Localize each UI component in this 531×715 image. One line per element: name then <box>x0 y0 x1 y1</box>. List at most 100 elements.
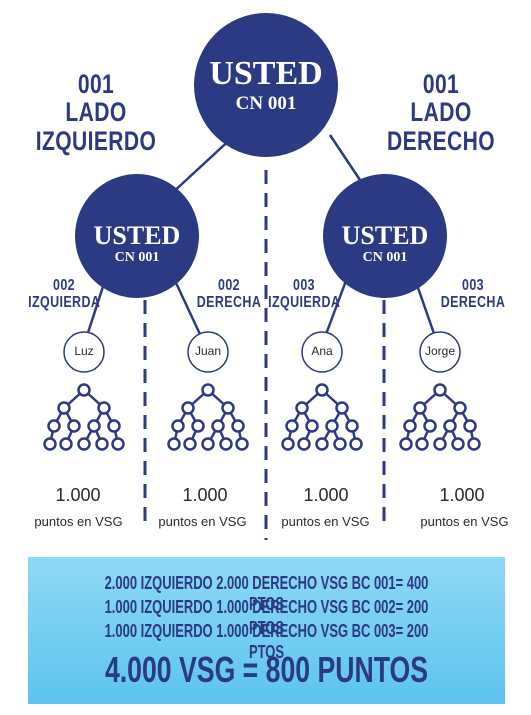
points-value: 1.000 <box>439 485 485 505</box>
person-name-juan: Juan <box>194 344 222 358</box>
person-name-luz: Luz <box>74 344 94 358</box>
person-circle-juan <box>187 331 229 373</box>
tree-node <box>325 419 339 433</box>
leg-number: 003 <box>292 277 315 294</box>
leg-text: IZQUIERDA <box>28 293 101 311</box>
leg-number: 002 <box>217 277 240 294</box>
left-side-number: 001 <box>77 69 115 99</box>
tree-node <box>295 401 309 415</box>
tree-node <box>315 437 329 451</box>
tree-node <box>399 437 413 451</box>
leg-text: IZQUIERDA <box>268 293 341 311</box>
tree-node <box>345 419 359 433</box>
tree-node <box>95 437 109 451</box>
tree-node <box>335 401 349 415</box>
points-text: puntos en VSG <box>34 514 123 529</box>
tree-node <box>443 419 457 433</box>
tree-node <box>235 437 249 451</box>
tree-node <box>433 437 447 451</box>
tree-node <box>201 437 215 451</box>
tree-node <box>219 437 233 451</box>
tree-node <box>221 401 235 415</box>
right-side-text: LADO DERECHO <box>386 97 496 156</box>
person-circle-ana <box>301 331 343 373</box>
points-text: puntos en VSG <box>158 514 247 529</box>
tree-node <box>305 419 319 433</box>
tree-node <box>191 419 205 433</box>
leg-text: DERECHA <box>196 293 262 311</box>
tree-node <box>415 437 429 451</box>
leg-label-4: 003 DERECHA <box>437 277 509 312</box>
tree-node <box>77 383 91 397</box>
tree-node <box>211 419 225 433</box>
tree-node <box>167 437 181 451</box>
network-tree-icon <box>399 383 481 451</box>
tree-node <box>67 419 81 433</box>
mid-right-node-label: USTED CN 001 <box>325 222 445 266</box>
leg-label-2: 002 DERECHA <box>193 277 265 312</box>
tree-node <box>77 437 91 451</box>
tree-node <box>171 419 185 433</box>
diagram-graphics <box>43 13 481 540</box>
tree-node <box>467 437 481 451</box>
mid-left-node-code: CN 001 <box>114 250 160 266</box>
tree-node <box>231 419 245 433</box>
tree-node <box>285 419 299 433</box>
tree-node <box>349 437 363 451</box>
mid-left-circle <box>75 174 199 298</box>
connector-top-left <box>169 134 236 196</box>
points-text: puntos en VSG <box>281 514 370 529</box>
tree-node <box>107 419 121 433</box>
mid-right-node-code: CN 001 <box>362 250 408 266</box>
network-tree-icon <box>43 383 125 451</box>
leg-number: 003 <box>461 277 484 294</box>
tree-node <box>333 437 347 451</box>
network-tree-icon <box>167 383 249 451</box>
tree-node <box>201 383 215 397</box>
leg-number: 002 <box>52 277 75 294</box>
points-text: puntos en VSG <box>420 514 509 529</box>
person-name-jorge: Jorge <box>424 344 456 358</box>
tree-node <box>281 437 295 451</box>
left-side-label: 001 LADO IZQUIERDO <box>21 70 171 155</box>
tree-node <box>315 383 329 397</box>
person-circle-luz <box>63 331 105 373</box>
summary-box: 2.000 IZQUIERDO 2.000 DERECHO VSG BC 001… <box>28 557 505 704</box>
leg-label-3: 003 IZQUIERDA <box>268 277 341 312</box>
top-node-code: CN 001 <box>235 92 297 114</box>
tree-node <box>453 401 467 415</box>
tree-node <box>423 419 437 433</box>
tree-node <box>47 419 61 433</box>
mid-right-node-title: USTED <box>341 221 429 250</box>
tree-node <box>403 419 417 433</box>
summary-total: 4.000 VSG = 800 PUNTOS <box>104 649 429 690</box>
summary-line-3: 1.000 IZQUIERDO 1.000 DERECHO VSG BC 003… <box>104 621 429 662</box>
tree-node <box>433 383 447 397</box>
mid-left-node-title: USTED <box>93 221 181 250</box>
tree-node <box>57 401 71 415</box>
leg-label-1: 002 IZQUIERDA <box>28 277 101 312</box>
tree-node <box>59 437 73 451</box>
tree-node <box>87 419 101 433</box>
leg-text: DERECHA <box>440 293 506 311</box>
tree-node <box>297 437 311 451</box>
top-node-label: USTED CN 001 <box>196 56 336 114</box>
points-value: 1.000 <box>55 485 101 505</box>
mid-right-circle <box>323 174 447 298</box>
network-tree-icon <box>281 383 363 451</box>
mid-left-node-label: USTED CN 001 <box>77 222 197 266</box>
summary-line-2: 1.000 IZQUIERDO 1.000 DERECHO VSG BC 002… <box>104 597 429 638</box>
top-circle <box>194 13 338 157</box>
person-circle-jorge <box>419 331 461 373</box>
tree-node <box>413 401 427 415</box>
right-side-label: 001 LADO DERECHO <box>366 70 516 155</box>
tree-node <box>43 437 57 451</box>
right-side-number: 001 <box>422 69 460 99</box>
tree-node <box>451 437 465 451</box>
summary-line-1: 2.000 IZQUIERDO 2.000 DERECHO VSG BC 001… <box>104 573 429 614</box>
tree-node <box>463 419 477 433</box>
left-side-text: LADO IZQUIERDO <box>35 97 157 156</box>
points-value: 1.000 <box>182 485 228 505</box>
person-name-ana: Ana <box>311 344 333 358</box>
